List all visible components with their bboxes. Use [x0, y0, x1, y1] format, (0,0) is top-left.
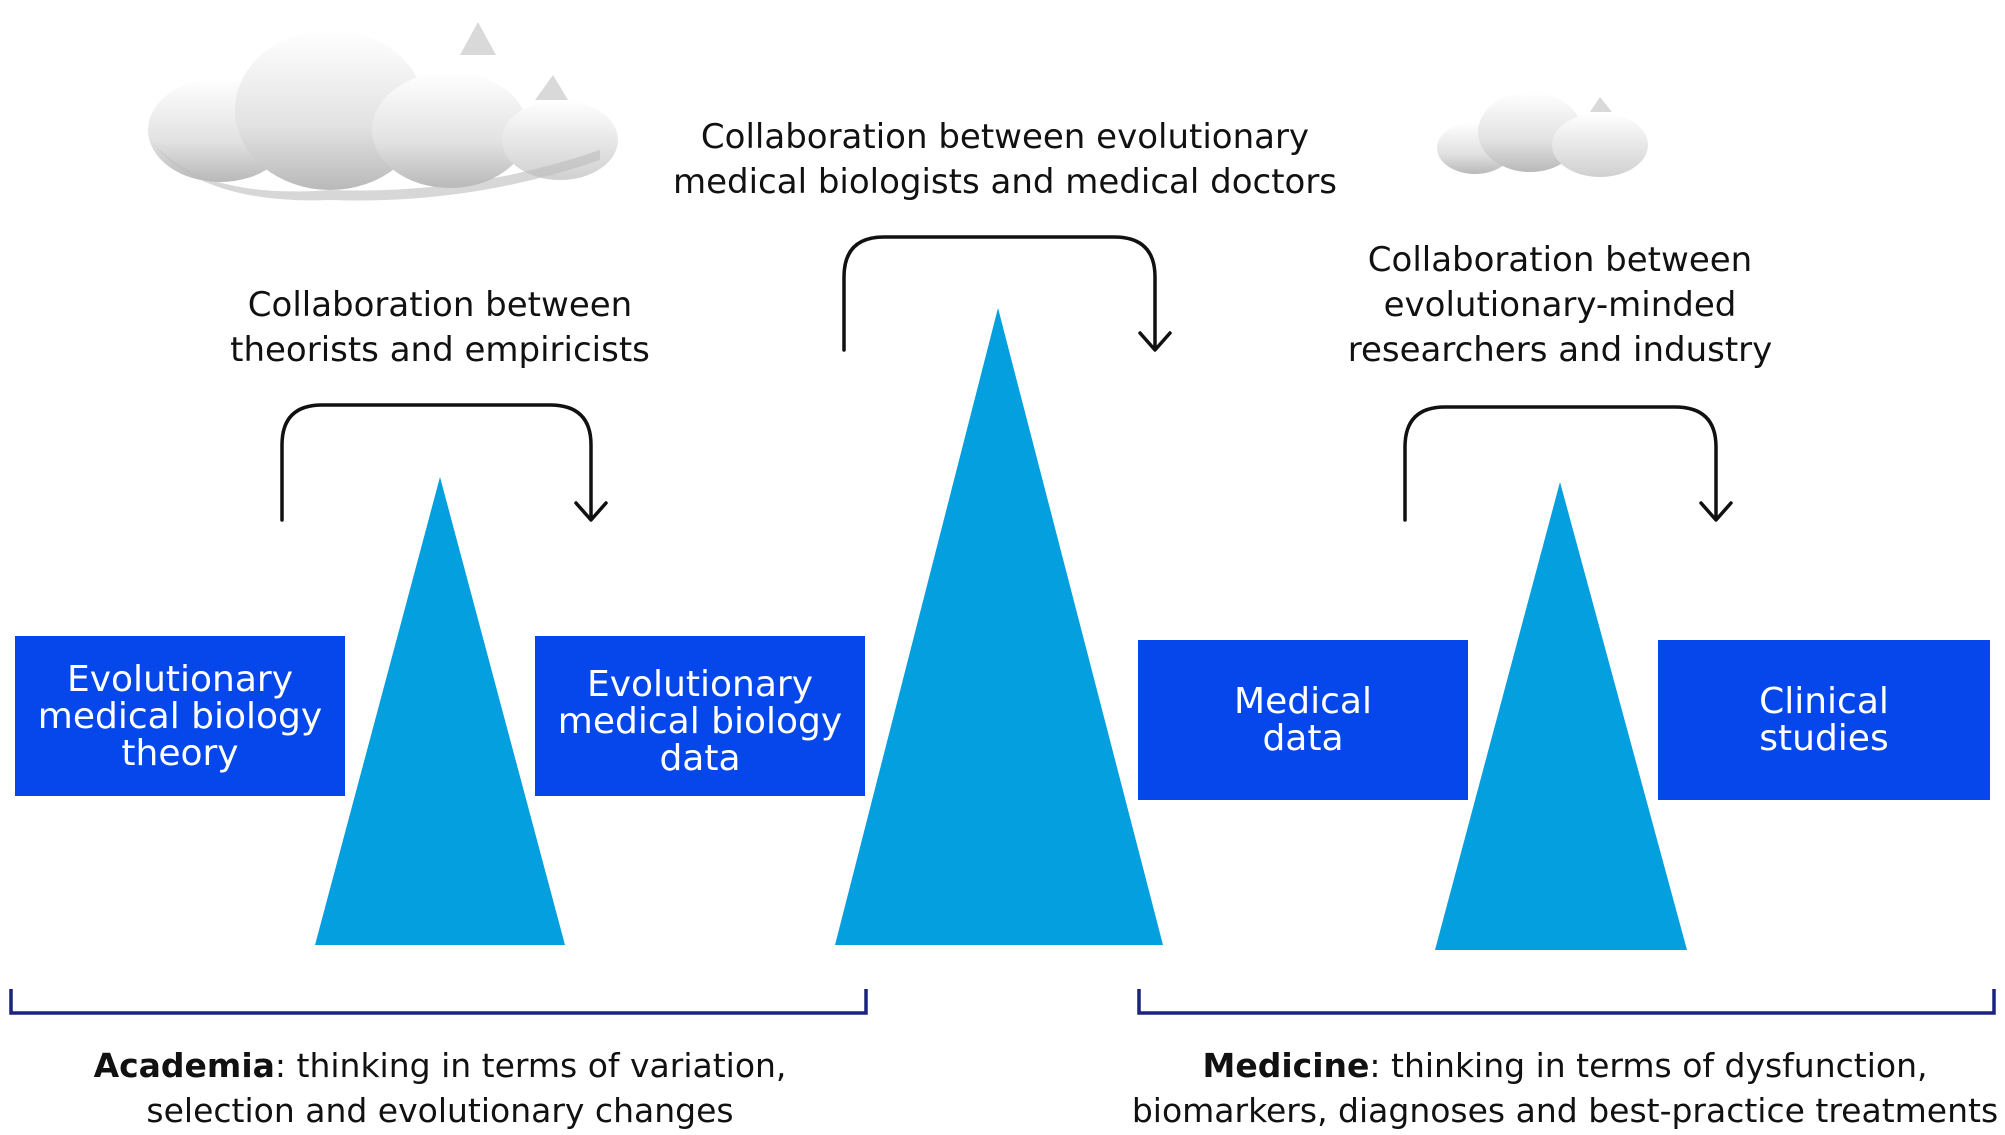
- box-clinical-studies-line1: Clinical: [1759, 681, 1889, 722]
- caption-doctors-line2: medical biologists and medical doctors: [672, 162, 1338, 202]
- box-evolutionary-data-line2: medical biology: [557, 700, 843, 742]
- triangle-center: [835, 308, 1163, 945]
- caption-industry-line3: researchers and industry: [1347, 330, 1773, 370]
- arrow-industry-head: [1699, 501, 1733, 522]
- arrow-theorists: [280, 403, 593, 522]
- triangle-left: [315, 477, 565, 945]
- caption-industry-line2: evolutionary-minded: [1383, 285, 1737, 325]
- legend-medicine-text2: biomarkers, diagnoses and best-practice …: [1131, 1091, 1999, 1130]
- arrow-doctors: [842, 235, 1157, 352]
- legend-medicine-bold: Medicine: [1202, 1046, 1370, 1085]
- box-evolutionary-theory: Evolutionary medical biology theory: [15, 636, 345, 796]
- bracket-medicine: [1137, 989, 1996, 1015]
- bracket-academia: [9, 989, 868, 1015]
- legend-academia-text1: : thinking in terms of variation,: [274, 1046, 787, 1085]
- box-medical-data-line2: data: [1262, 718, 1344, 759]
- caption-biologists-doctors: Collaboration between evolutionary medic…: [640, 115, 1370, 205]
- caption-industry-line1: Collaboration between: [1367, 240, 1753, 280]
- cloud-left: [148, 22, 618, 201]
- box-evolutionary-theory-line1: Evolutionary: [66, 658, 294, 700]
- box-evolutionary-data-line3: data: [659, 737, 741, 779]
- box-clinical-studies: Clinical studies: [1658, 640, 1990, 800]
- arrow-doctors-head: [1138, 331, 1172, 352]
- arrow-industry: [1403, 405, 1718, 522]
- caption-theorists-line1: Collaboration between: [247, 285, 633, 325]
- caption-theorists-empiricists: Collaboration between theorists and empi…: [190, 283, 690, 373]
- arrow-theorists-head: [574, 501, 608, 522]
- legend-medicine: Medicine: thinking in terms of dysfuncti…: [1125, 1043, 2005, 1133]
- legend-medicine-text1: : thinking in terms of dysfunction,: [1369, 1046, 1928, 1085]
- box-evolutionary-theory-line3: theory: [121, 732, 239, 774]
- box-medical-data-line1: Medical: [1234, 681, 1372, 722]
- box-evolutionary-theory-line2: medical biology: [37, 695, 323, 737]
- legend-academia: Academia: thinking in terms of variation…: [0, 1043, 880, 1133]
- caption-researchers-industry: Collaboration between evolutionary-minde…: [1310, 238, 1810, 373]
- triangle-right: [1435, 482, 1687, 950]
- caption-doctors-line1: Collaboration between evolutionary: [700, 117, 1310, 157]
- box-evolutionary-data: Evolutionary medical biology data: [535, 636, 865, 796]
- legend-academia-bold: Academia: [93, 1046, 275, 1085]
- cloud-right: [1437, 92, 1648, 177]
- box-evolutionary-data-line1: Evolutionary: [586, 663, 814, 705]
- box-clinical-studies-line2: studies: [1759, 718, 1889, 759]
- box-medical-data: Medical data: [1138, 640, 1468, 800]
- caption-theorists-line2: theorists and empiricists: [230, 330, 650, 370]
- legend-academia-text2: selection and evolutionary changes: [146, 1091, 734, 1130]
